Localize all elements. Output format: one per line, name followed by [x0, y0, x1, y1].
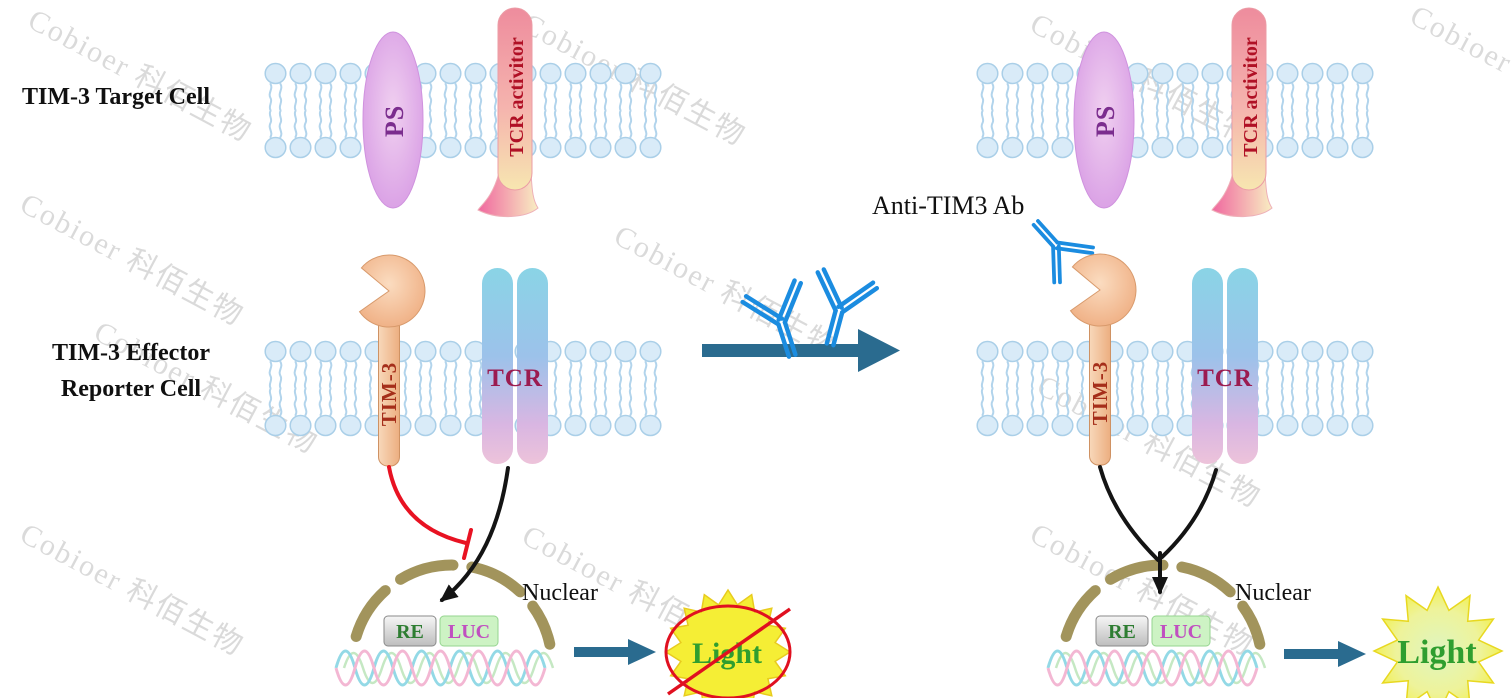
re-label-right: RE [1108, 621, 1136, 643]
dna-helix-left [334, 649, 555, 687]
middle-section [702, 268, 900, 372]
tcr-label-left: TCR [487, 365, 543, 392]
watermark-text: Cobioer 科佰生物 [1405, 0, 1512, 145]
result-arrow-left-head [628, 639, 656, 665]
watermark-text: Cobioer 科佰生物 [23, 3, 258, 149]
tcr-label-right: TCR [1197, 365, 1253, 392]
result-arrow-right-head [1338, 641, 1366, 667]
re-label-left: RE [396, 621, 424, 643]
luc-label-right: LUC [1160, 621, 1202, 643]
no-light-circle [664, 604, 792, 698]
tim3-label-left: TIM-3 [377, 362, 401, 427]
target-cell-label: TIM-3 Target Cell [22, 84, 210, 110]
watermark-text: Cobioer 科佰生物 [609, 219, 844, 365]
luc-box-left [439, 615, 499, 647]
inhibition-line [387, 465, 468, 545]
light-label-right: Light [1397, 634, 1477, 671]
treatment-arrow-head [858, 329, 900, 372]
re-box-left [383, 615, 437, 647]
tcr-activator-label-left: TCR activitor [506, 37, 528, 157]
light-burst-left [664, 588, 792, 698]
inhibition-tbar [462, 528, 473, 560]
nuclear-label-right: Nuclear [1235, 580, 1311, 606]
target-cell-membrane-left [265, 64, 661, 158]
effector-cell-membrane-left [265, 342, 661, 436]
nuclear-label-left: Nuclear [522, 580, 598, 606]
ps-label-left: PS [380, 105, 409, 137]
light-burst-right [1372, 585, 1504, 698]
luc-box-right [1151, 615, 1211, 647]
right-panel: PS TCR activitor Anti-TIM3 Ab TCR TIM-3 … [872, 7, 1504, 698]
tim3-label-right: TIM-3 [1088, 361, 1112, 426]
effector-cell-label-line1: TIM-3 Effector [52, 340, 210, 366]
tcr-signal-line-right [1160, 468, 1218, 559]
dna-helix-right [1046, 649, 1267, 687]
luc-label-left: LUC [448, 621, 490, 643]
tcr-activator-label-right: TCR activitor [1240, 37, 1262, 157]
ps-protein-right [1073, 31, 1135, 209]
watermark-layer: Cobioer 科佰生物 Cobioer 科佰生物 Cobioer 科佰生物 C… [15, 0, 1512, 665]
watermark-text: Cobioer 科佰生物 [15, 187, 250, 333]
anti-tim3-ab-label: Anti-TIM3 Ab [872, 191, 1024, 220]
left-panel: TIM-3 Target Cell TIM-3 Effector Reporte… [22, 7, 792, 698]
re-box-right [1095, 615, 1149, 647]
tcr-signal-arrow-left [439, 466, 510, 602]
tim3-signal-line-right [1098, 465, 1160, 562]
effector-cell-label-line2: Reporter Cell [61, 376, 202, 402]
ps-label-right: PS [1091, 105, 1120, 137]
treatment-arrow-shaft [702, 344, 858, 357]
no-light-slash [666, 607, 792, 696]
ps-protein-left [362, 31, 424, 209]
watermark-text: Cobioer 科佰生物 [15, 517, 250, 663]
